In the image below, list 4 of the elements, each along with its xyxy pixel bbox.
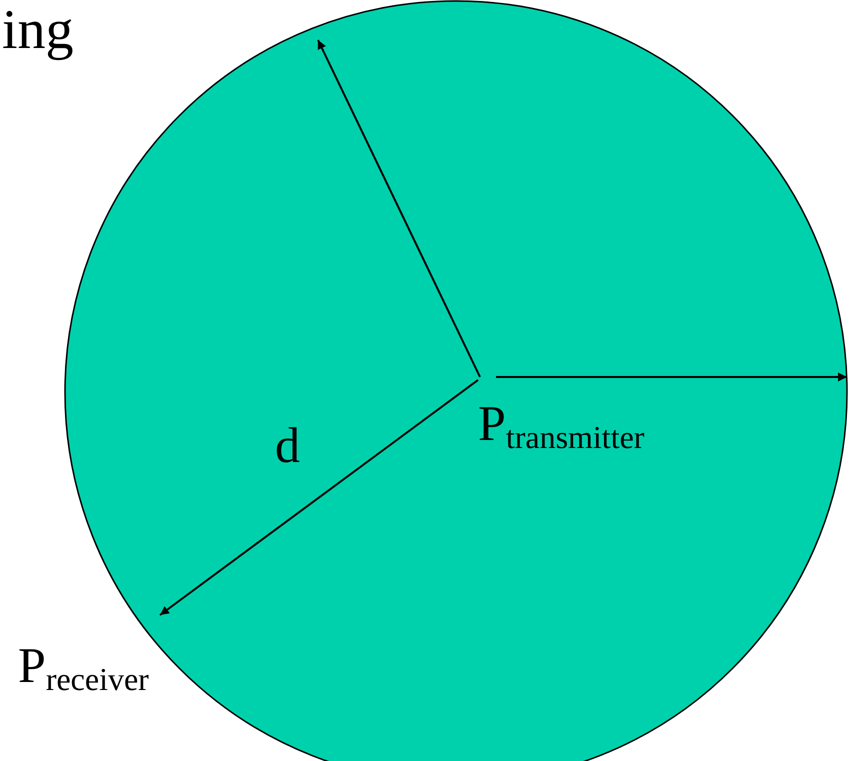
distance-label: d <box>275 420 300 470</box>
receiver-label: P$_{receiver}$ <box>18 640 149 695</box>
title-fragment: ing <box>2 2 74 58</box>
transmitter-label: P$_{transmitter}$ <box>478 398 644 453</box>
